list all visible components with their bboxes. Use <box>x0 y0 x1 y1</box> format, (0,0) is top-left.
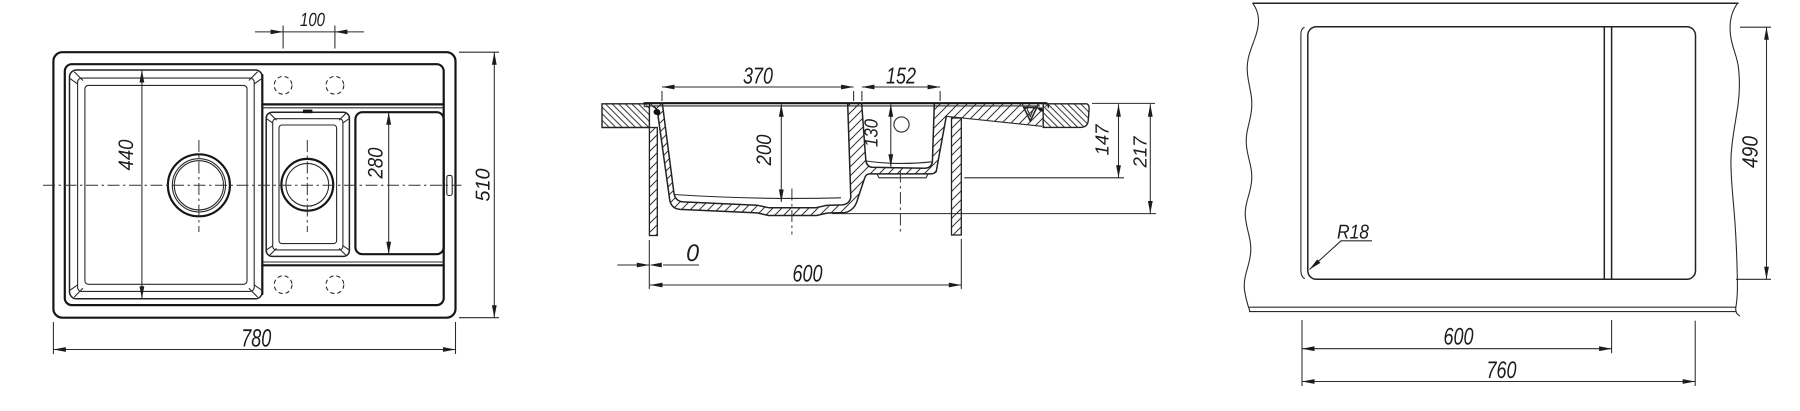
svg-text:510: 510 <box>473 169 495 202</box>
svg-text:200: 200 <box>753 134 776 166</box>
svg-text:440: 440 <box>115 139 138 170</box>
svg-text:780: 780 <box>241 325 271 353</box>
svg-text:0: 0 <box>686 240 700 267</box>
svg-text:280: 280 <box>364 147 387 179</box>
svg-text:147: 147 <box>1093 123 1114 155</box>
svg-text:600: 600 <box>1444 324 1474 351</box>
svg-text:600: 600 <box>793 261 823 288</box>
svg-text:490: 490 <box>1738 135 1763 168</box>
svg-text:370: 370 <box>743 63 773 89</box>
svg-text:100: 100 <box>300 10 325 31</box>
svg-text:152: 152 <box>886 63 916 89</box>
svg-text:217: 217 <box>1131 135 1152 168</box>
svg-text:130: 130 <box>862 119 883 147</box>
svg-text:R18: R18 <box>1337 222 1369 244</box>
svg-text:760: 760 <box>1487 357 1517 384</box>
